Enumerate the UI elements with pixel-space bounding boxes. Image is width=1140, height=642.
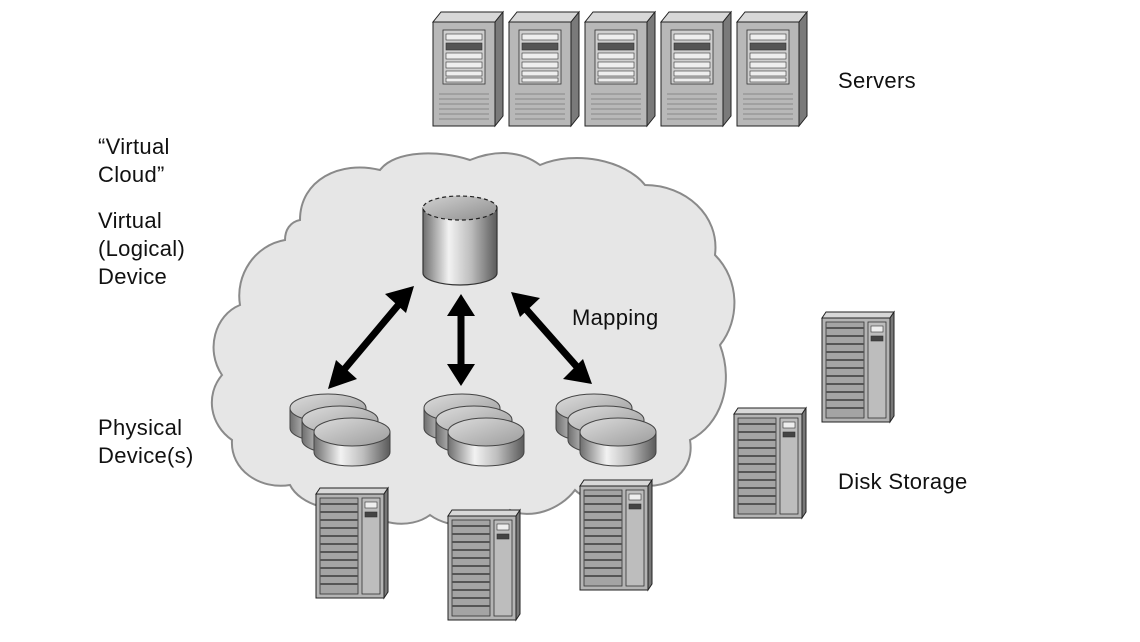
- virtual-cloud-line: Cloud”: [98, 162, 165, 187]
- bidirectional-arrow-icon: [328, 286, 414, 389]
- server-tower-icon: [584, 11, 656, 127]
- virtual-device-label: Virtual (Logical) Device: [98, 207, 185, 291]
- disk-storage-array-icon: [579, 479, 653, 591]
- bidirectional-arrow-icon: [447, 294, 475, 386]
- bidirectional-arrow-icon: [511, 292, 592, 384]
- virtual-cloud-line: “Virtual: [98, 134, 170, 159]
- disk-storage-array-icon: [821, 311, 895, 423]
- server-tower-icon: [736, 11, 808, 127]
- mapping-label: Mapping: [572, 305, 659, 330]
- disk-storage-array-icon: [315, 487, 389, 599]
- virtual-device-line: (Logical): [98, 236, 186, 261]
- disk-storage-array-icon: [733, 407, 807, 519]
- servers-label: Servers: [838, 68, 916, 93]
- virtual-device-line: Device: [98, 264, 168, 289]
- server-tower-icon: [508, 11, 580, 127]
- disk-storage-array-icon: [447, 509, 521, 621]
- server-tower-icon: [660, 11, 732, 127]
- virtual-device-line: Virtual: [98, 208, 163, 233]
- physical-devices-line: Device(s): [98, 443, 194, 468]
- server-row: [432, 11, 808, 127]
- physical-devices-line: Physical: [98, 415, 183, 440]
- physical-devices-label: Physical Device(s): [98, 414, 194, 470]
- server-tower-icon: [432, 11, 504, 127]
- virtual-cloud-label: “Virtual Cloud”: [98, 133, 170, 189]
- disk-storage-label: Disk Storage: [838, 469, 968, 494]
- virtual-disk-cylinder-icon: [422, 195, 498, 286]
- mapping-arrows: [328, 286, 592, 389]
